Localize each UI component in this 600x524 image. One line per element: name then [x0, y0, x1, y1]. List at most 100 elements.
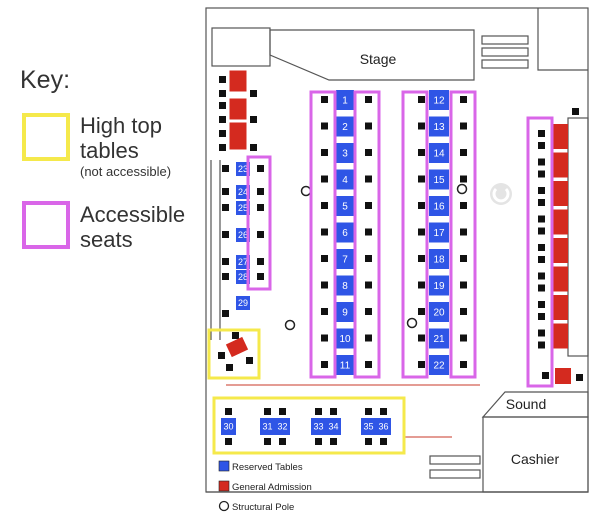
seat	[365, 255, 372, 262]
general-admission-table	[552, 295, 568, 320]
seat	[538, 158, 545, 166]
reserved-table	[336, 355, 354, 375]
general-admission-table	[552, 266, 568, 292]
seat	[264, 408, 271, 415]
seat	[365, 308, 372, 315]
table-number: 35	[363, 422, 373, 432]
accessible-seat-outline	[401, 90, 429, 379]
seat	[219, 144, 226, 151]
table-number: 3	[342, 149, 348, 160]
accessible-swatch	[22, 201, 70, 249]
reserved-table	[429, 116, 449, 137]
high-top-label-2: tables	[80, 138, 139, 163]
seat	[218, 352, 225, 359]
seat	[460, 122, 467, 130]
seat	[219, 130, 226, 137]
seat	[418, 281, 425, 289]
seat	[264, 438, 271, 445]
seat	[365, 175, 372, 183]
structural-pole	[456, 183, 468, 195]
seat	[418, 96, 425, 103]
seat	[321, 361, 328, 368]
seat	[538, 313, 545, 320]
table-number: 21	[433, 334, 445, 345]
structural-pole	[284, 319, 296, 331]
reserved-table	[336, 328, 354, 349]
seat	[222, 231, 229, 238]
stage-label: Stage	[360, 51, 397, 67]
seat	[538, 284, 545, 292]
reserved-table	[311, 418, 326, 435]
general-admission-table	[552, 124, 568, 149]
reserved-table	[336, 249, 354, 269]
table-number: 17	[433, 228, 445, 239]
seat	[365, 438, 372, 445]
seat	[380, 438, 387, 445]
seat	[257, 165, 264, 172]
seat	[219, 102, 226, 109]
seat	[222, 258, 229, 265]
table-number: 26	[238, 230, 248, 240]
table-number: 12	[433, 96, 445, 107]
table-number: 13	[433, 122, 445, 133]
general-admission-table	[228, 69, 248, 93]
seat	[222, 310, 229, 317]
seat	[572, 108, 579, 115]
seat	[219, 116, 226, 123]
accessible-seat-outline	[246, 155, 272, 291]
general-admission-tables	[225, 69, 571, 384]
seat	[232, 332, 239, 339]
reserved-table	[326, 418, 341, 435]
cashier-label: Cashier	[511, 451, 560, 467]
general-admission-table	[552, 152, 568, 178]
reserved-table	[429, 249, 449, 269]
table-number: 30	[223, 422, 233, 432]
seat	[222, 165, 229, 172]
seat	[250, 90, 257, 97]
venue-logo-icon	[490, 183, 512, 205]
seat	[542, 372, 549, 379]
table-number: 14	[433, 149, 445, 160]
reserved-table	[429, 328, 449, 349]
seat	[460, 175, 467, 183]
general-admission-table	[552, 323, 568, 349]
seat	[538, 142, 545, 149]
seat	[321, 175, 328, 183]
table-number: 5	[342, 202, 348, 213]
riser-1	[481, 35, 529, 45]
seat	[321, 308, 328, 315]
accessible-label-2: seats	[80, 227, 133, 252]
seat	[538, 341, 545, 349]
general-admission-table	[228, 121, 248, 151]
seat	[222, 273, 229, 280]
map-key: Key: High top tables (not accessible) Ac…	[0, 0, 205, 524]
table-number: 33	[313, 422, 323, 432]
structural-pole	[300, 185, 312, 197]
floor-legend: Reserved Tables General Admission Struct…	[218, 460, 312, 513]
sound-label: Sound	[506, 396, 546, 412]
seat	[538, 329, 545, 337]
seat	[257, 258, 264, 265]
accessible-seat-outline	[353, 90, 381, 379]
reserved-table	[221, 418, 236, 435]
seat	[538, 244, 545, 251]
general-admission-table	[555, 368, 571, 384]
high-top-swatch	[22, 113, 70, 161]
high-top-outline	[207, 328, 261, 380]
seat-markers	[218, 76, 583, 445]
table-number: 8	[342, 281, 348, 292]
reserved-table	[336, 302, 354, 322]
seat	[418, 228, 425, 236]
table-number: 36	[378, 422, 388, 432]
seat	[460, 96, 467, 103]
seat	[418, 361, 425, 368]
counter-1	[429, 455, 481, 465]
table-number: 10	[339, 334, 351, 345]
reserved-table	[336, 143, 354, 163]
table-number: 16	[433, 202, 445, 213]
seat	[279, 438, 286, 445]
reserved-table	[336, 222, 354, 243]
seat	[321, 149, 328, 156]
key-title: Key:	[20, 66, 71, 94]
legend-reserved-swatch	[218, 460, 230, 472]
